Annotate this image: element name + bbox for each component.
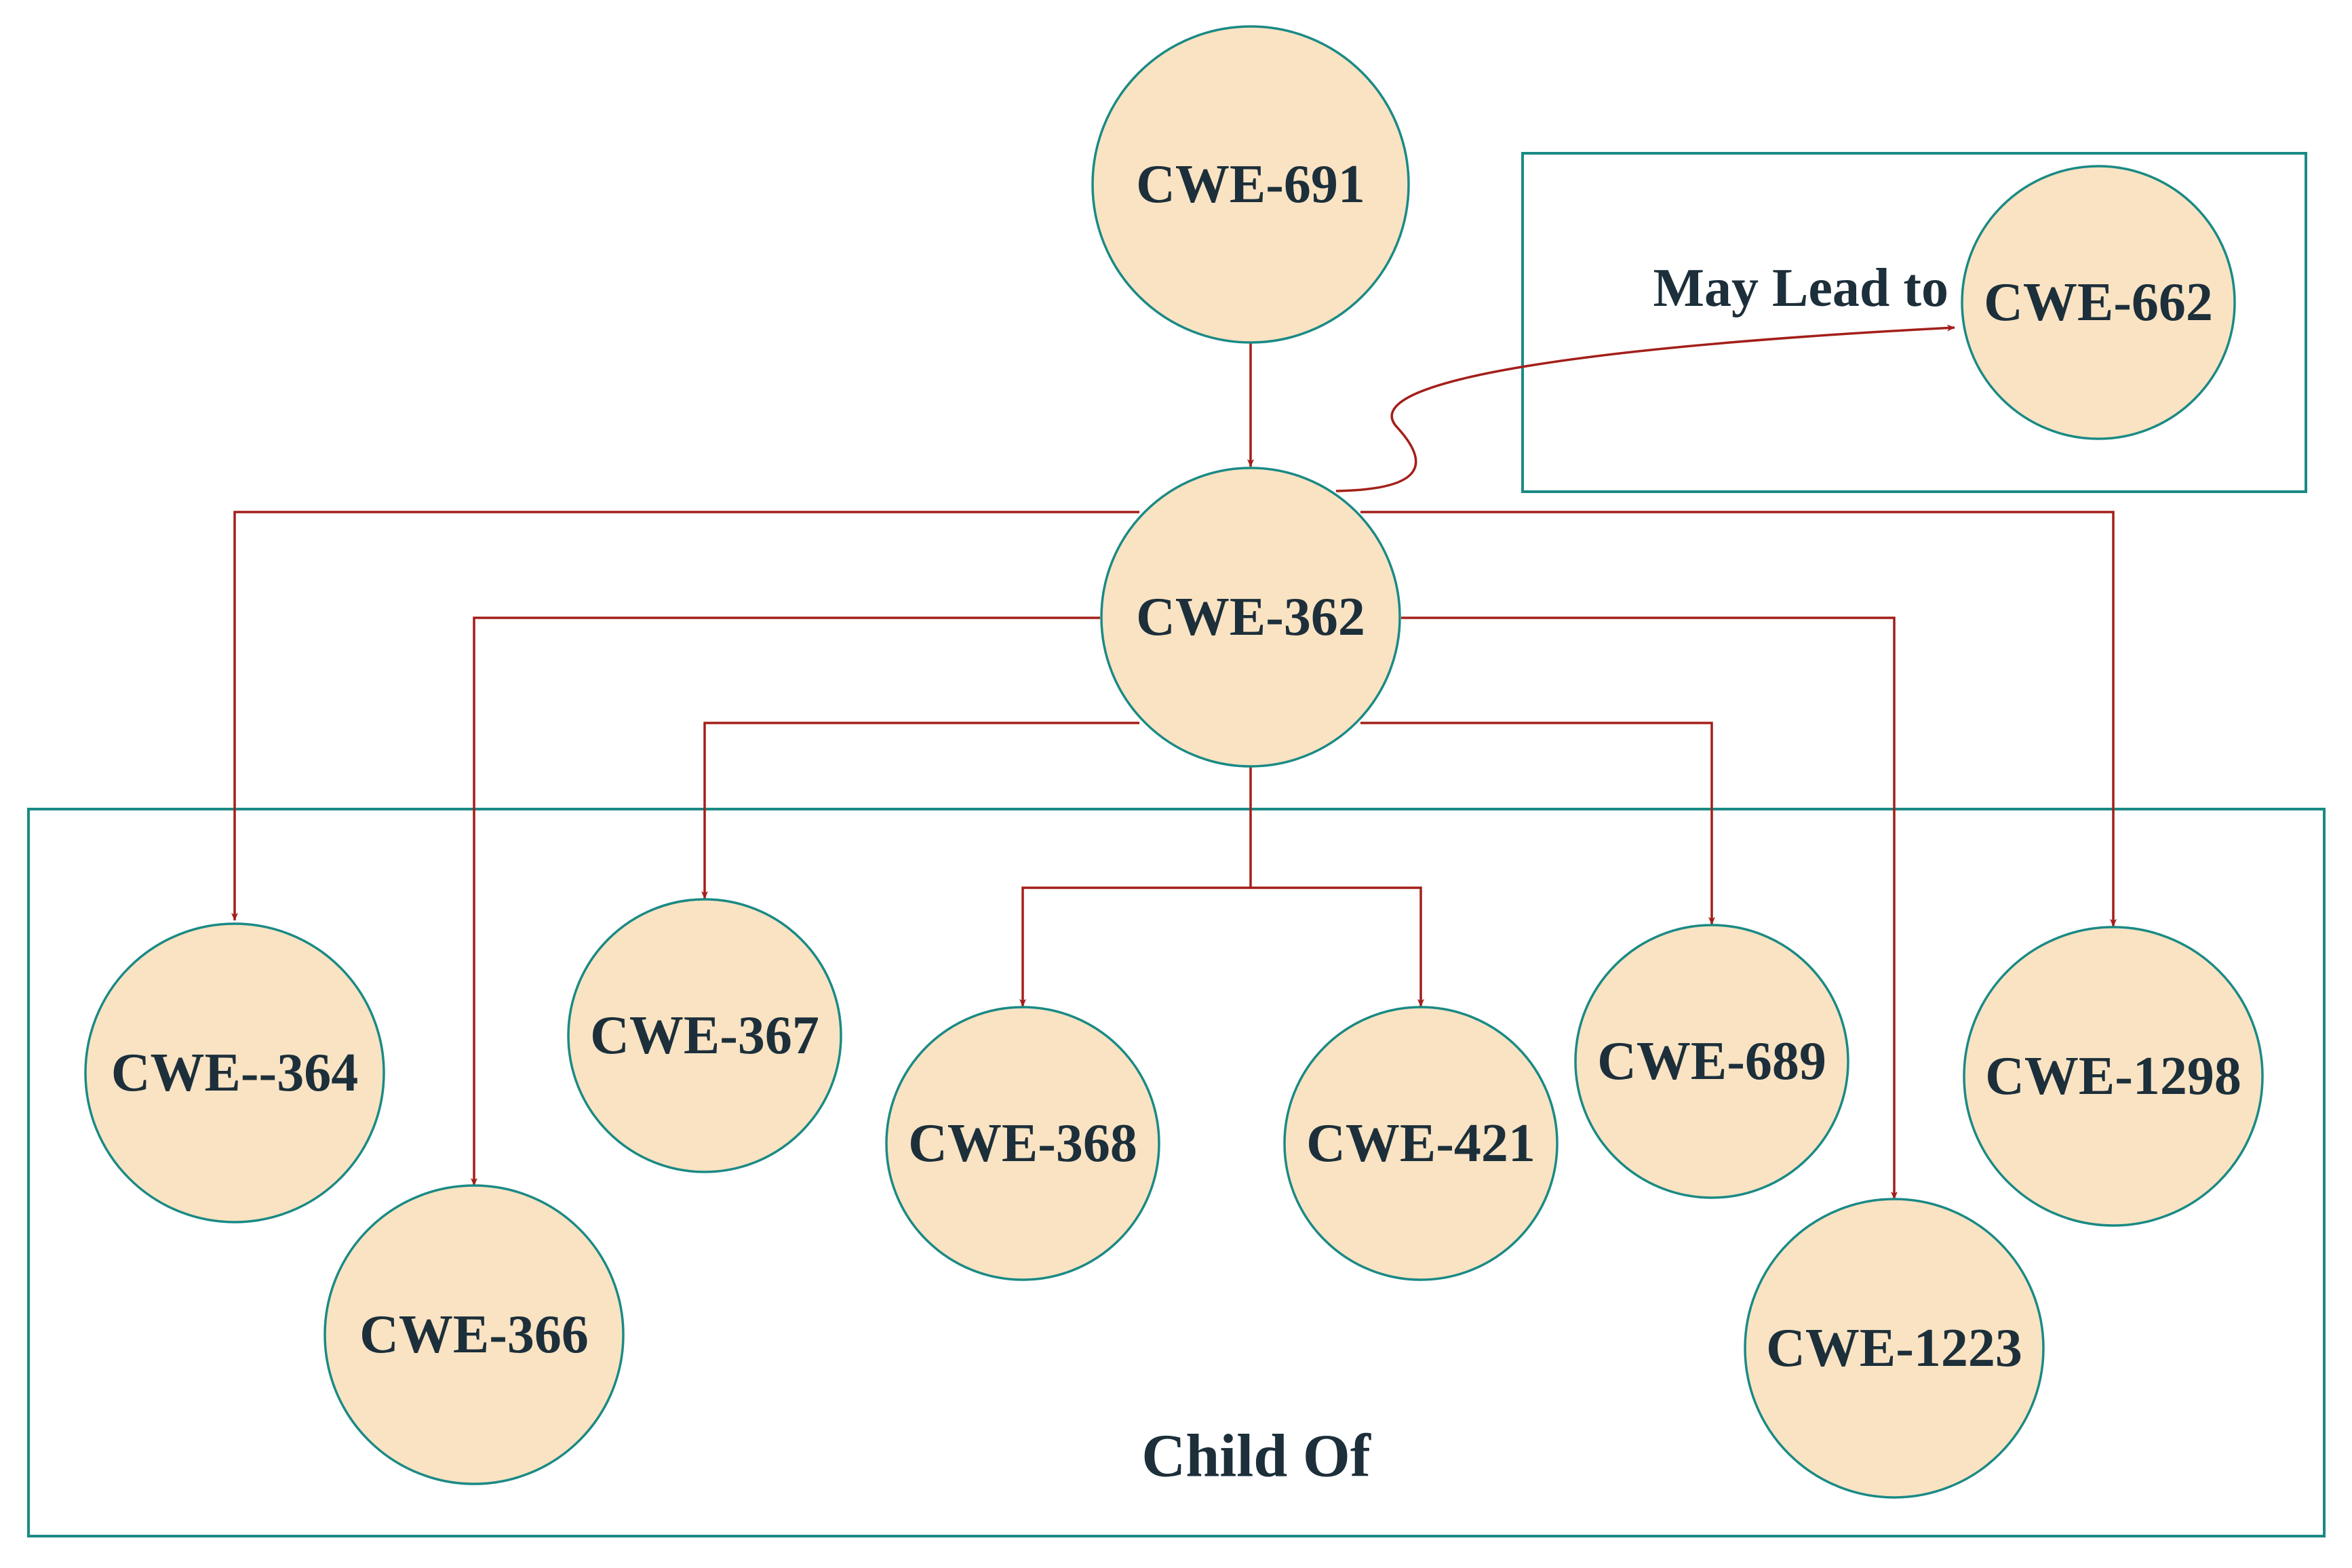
- node-cwe-362[interactable]: CWE-362: [1100, 467, 1401, 768]
- node-label: CWE-689: [1597, 1032, 1826, 1091]
- may-lead-to-frame: [1521, 152, 2307, 493]
- child-of-frame: [27, 808, 2326, 1537]
- node-cwe-1223[interactable]: CWE-1223: [1744, 1198, 2045, 1499]
- node-cwe-421[interactable]: CWE-421: [1283, 1006, 1559, 1281]
- edge-362-to-366: [471, 616, 1100, 1186]
- node-label: CWE-421: [1306, 1114, 1535, 1173]
- node-label: CWE-366: [359, 1305, 589, 1365]
- node-cwe-366[interactable]: CWE-366: [324, 1184, 625, 1485]
- node-label: CWE-1223: [1766, 1318, 2022, 1378]
- edge-362-to-368: [1019, 886, 1251, 1007]
- node-label: CWE--364: [111, 1043, 358, 1103]
- edge-362-to-689: [1360, 722, 1715, 925]
- node-cwe-1298[interactable]: CWE-1298: [1963, 926, 2264, 1227]
- edge-362-to-662: [1335, 324, 1955, 492]
- may-lead-to-label: May Lead to: [1653, 258, 1948, 318]
- edge-362-to-367: [701, 722, 1139, 899]
- edge-362-to-1298: [1360, 511, 2117, 927]
- child-of-label: Child Of: [1141, 1423, 1371, 1490]
- node-label: CWE-362: [1136, 587, 1365, 647]
- edge-362-to-364: [231, 511, 1139, 921]
- node-label: CWE-368: [908, 1114, 1137, 1173]
- node-cwe-368[interactable]: CWE-368: [885, 1006, 1160, 1281]
- node-label: CWE-1298: [1985, 1046, 2241, 1106]
- node-cwe-662[interactable]: CWE-662: [1961, 165, 2236, 440]
- node-cwe-689[interactable]: CWE-689: [1574, 924, 1849, 1199]
- edge-362-to-1223: [1401, 616, 1898, 1200]
- node-label: CWE-662: [1984, 273, 2213, 332]
- node-cwe-367[interactable]: CWE-367: [567, 898, 842, 1173]
- node-cwe-364[interactable]: CWE--364: [84, 922, 385, 1223]
- node-cwe-691[interactable]: CWE-691: [1091, 25, 1410, 344]
- node-label: CWE-691: [1136, 155, 1365, 214]
- node-label: CWE-367: [590, 1006, 819, 1065]
- edge-362-to-421: [1251, 886, 1424, 1007]
